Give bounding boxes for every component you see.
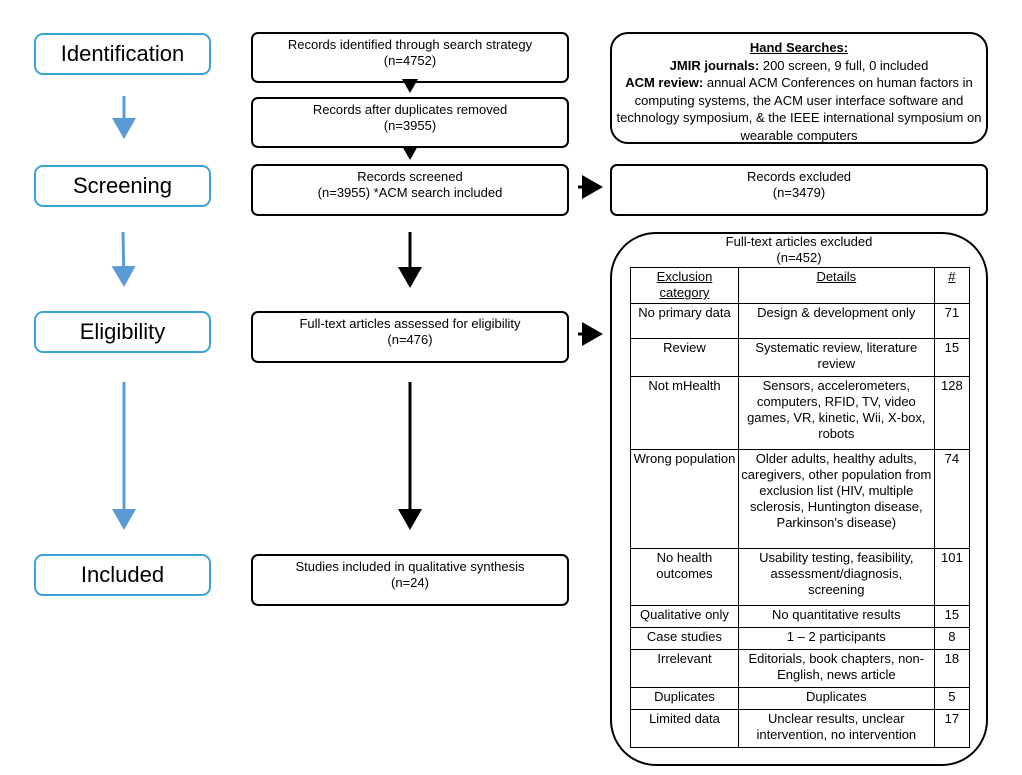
hand-searches-title: Hand Searches: (749, 40, 849, 55)
row-details: Usability testing, feasibility, assessme… (737, 548, 935, 606)
stage-identification: Identification (34, 33, 211, 75)
acm-text: annual ACM Conferences on human factors … (616, 75, 982, 143)
box-text: Records after duplicates removed (312, 102, 508, 117)
row-details: Duplicates (737, 687, 935, 710)
table-row: Duplicates Duplicates 5 (630, 687, 971, 710)
fulltext-excluded-count: (n=452) (776, 250, 822, 265)
jmir-text: 200 screen, 9 full, 0 included (759, 57, 929, 73)
table-row: Limited data Unclear results, unclear in… (630, 709, 971, 748)
row-category: Duplicates (630, 687, 739, 710)
stage-eligibility: Eligibility (34, 311, 211, 353)
acm-label: ACM review: (625, 75, 704, 90)
fulltext-assessed-box: Full-text articles assessed for eligibil… (251, 311, 569, 363)
stage-arrow (111, 231, 136, 287)
table-row: No primary data Design & development onl… (630, 303, 971, 339)
box-count: (n=4752) (383, 53, 437, 68)
hand-searches-acm: ACM review: annual ACM Conferences on hu… (612, 74, 986, 144)
box-count: (n=3955) *ACM search included (317, 185, 503, 200)
jmir-label: JMIR journals: (669, 57, 760, 73)
box-count: (n=3955) (383, 118, 437, 133)
table-row: Irrelevant Editorials, book chapters, no… (630, 649, 971, 688)
studies-included-box: Studies included in qualitative synthesi… (251, 554, 569, 606)
row-count: 17 (933, 709, 971, 748)
exclusion-table: Exclusion category Details # No primary … (630, 267, 971, 748)
table-header-row: Exclusion category Details # (630, 267, 971, 304)
box-count: (n=476) (387, 332, 433, 347)
row-category: Wrong population (630, 449, 739, 549)
row-category: Limited data (630, 709, 739, 748)
box-count: (n=24) (391, 575, 429, 590)
stage-label: Eligibility (79, 319, 166, 344)
row-category: No primary data (630, 303, 739, 339)
stage-label: Screening (72, 173, 173, 198)
row-count: 101 (933, 548, 971, 606)
row-category: Not mHealth (630, 376, 739, 450)
table-row: Qualitative only No quantitative results… (630, 605, 971, 628)
stage-included: Included (34, 554, 211, 596)
box-count: (n=3479) (772, 185, 826, 200)
box-text: Full-text articles assessed for eligibil… (299, 316, 521, 331)
header-category: Exclusion category (630, 267, 739, 304)
row-details: Sensors, accelerometers, computers, RFID… (737, 376, 935, 450)
row-details: No quantitative results (737, 605, 935, 628)
fulltext-excluded-caption: Full-text articles excluded (n=452) (612, 234, 986, 266)
box-text: Studies included in qualitative synthesi… (295, 559, 525, 574)
row-count: 128 (933, 376, 971, 450)
table-row: No health outcomes Usability testing, fe… (630, 548, 971, 606)
row-details: Unclear results, unclear intervention, n… (737, 709, 935, 748)
records-identified-box: Records identified through search strate… (251, 32, 569, 83)
box-text: Records screened (357, 169, 463, 184)
records-excluded-box: Records excluded (n=3479) (610, 164, 988, 216)
table-row: Not mHealth Sensors, accelerometers, com… (630, 376, 971, 450)
row-category: Irrelevant (630, 649, 739, 688)
stage-label: Included (80, 562, 165, 587)
records-screened-box: Records screened (n=3955) *ACM search in… (251, 164, 569, 216)
box-text: Records excluded (746, 169, 852, 184)
stage-screening: Screening (34, 165, 211, 207)
hand-searches-jmir: JMIR journals: 200 screen, 9 full, 0 inc… (612, 57, 986, 75)
row-details: Design & development only (737, 303, 935, 339)
fulltext-excluded-title: Full-text articles excluded (725, 234, 873, 249)
header-details: Details (737, 267, 935, 304)
hand-searches-box: Hand Searches: JMIR journals: 200 screen… (610, 32, 988, 144)
stage-label: Identification (60, 41, 185, 66)
row-count: 74 (933, 449, 971, 549)
box-text: Records identified through search strate… (287, 37, 533, 52)
fulltext-excluded-panel: Full-text articles excluded (n=452) Excl… (610, 232, 988, 766)
